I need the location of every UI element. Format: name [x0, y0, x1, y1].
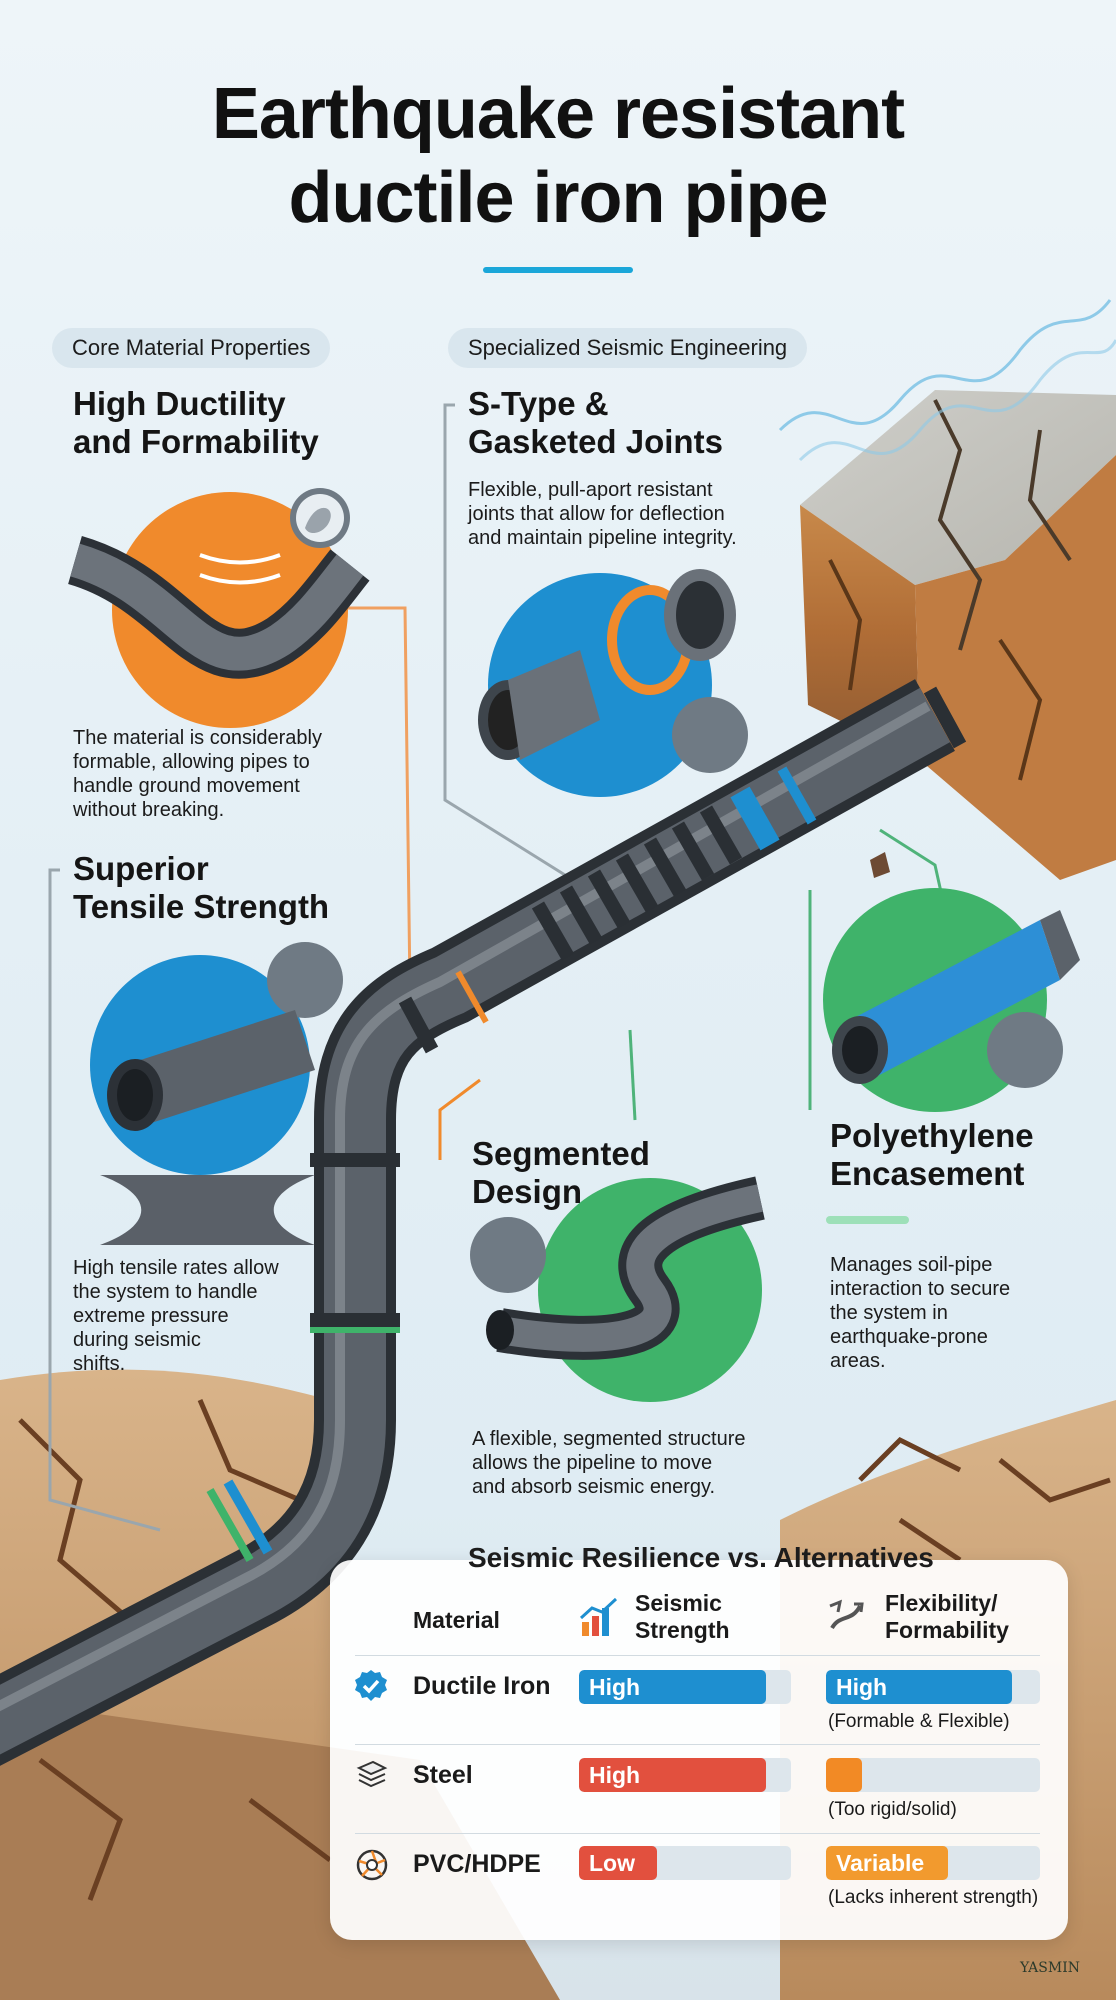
polyethylene-body-line-4: earthquake-prone	[830, 1326, 988, 1348]
aperture-icon	[356, 1849, 388, 1881]
row-pvc-name: PVC/HDPE	[413, 1850, 541, 1878]
joints-heading-line-1: S-Type &	[468, 385, 609, 422]
polyethylene-body-line-2: interaction to secure	[830, 1278, 1011, 1300]
row-pvc-seismic-fill	[579, 1846, 658, 1880]
core-properties-pill: Core Material Properties	[52, 328, 331, 368]
polyethylene-heading-line-1: Polyethylene	[830, 1117, 1034, 1154]
tensile-body-line-2: the system to handle	[73, 1281, 258, 1303]
ductility-heading-line-2: and Formability	[73, 423, 319, 460]
ductility-body-line-4: without breaking.	[73, 799, 225, 821]
tensile-body-line-4: during seismic	[73, 1329, 201, 1351]
brand-logo: YASMIN	[1020, 1960, 1080, 1976]
tensile-heading-line-1: Superior	[73, 850, 209, 887]
seismic-waves	[778, 299, 1116, 462]
polyethylene-body: Manages soil-pipe interaction to secure …	[830, 1253, 1010, 1373]
polyethylene-heading: Polyethylene Encasement	[830, 1117, 1034, 1193]
seismic-engineering-pill: Specialized Seismic Engineering	[448, 328, 808, 368]
title-underline	[483, 267, 633, 273]
row-ductile-iron-flex-label: High	[836, 1674, 888, 1700]
row-divider-1	[355, 1744, 1040, 1745]
ductility-body-line-1: The material is considerably	[73, 727, 322, 749]
row-divider-2	[355, 1833, 1040, 1834]
row-steel-seismic-bar: High	[579, 1758, 791, 1792]
polyethylene-body-line-5: areas.	[830, 1350, 886, 1372]
row-ductile-iron-flex-fill	[826, 1670, 1013, 1704]
col-header-seismic-line-2: Strength	[635, 1617, 730, 1643]
row-ductile-iron-note: (Formable & Flexible)	[828, 1711, 1010, 1732]
bent-pipe-icon	[67, 488, 370, 728]
rock-block	[800, 390, 1116, 880]
col-header-seismic-line-1: Seismic	[635, 1590, 722, 1616]
row-ductile-iron-seismic-label: High	[589, 1674, 641, 1700]
polyethylene-body-line-3: the system in	[830, 1302, 948, 1324]
row-ductile-iron-seismic-fill	[579, 1670, 766, 1704]
tensile-body-line-3: extreme pressure	[73, 1305, 229, 1327]
ductility-body: The material is considerably formable, a…	[73, 726, 322, 822]
segmented-body: A flexible, segmented structure allows t…	[472, 1427, 745, 1499]
joints-body: Flexible, pull-aport resistant joints th…	[468, 478, 737, 550]
tensile-body-line-1: High tensile rates allow	[73, 1257, 279, 1279]
row-pvc-flex-bar: Variable	[826, 1846, 1040, 1880]
row-steel-note: (Too rigid/solid)	[828, 1799, 957, 1820]
row-steel-flex-fill	[826, 1758, 863, 1792]
stacked-plates-icon	[356, 1760, 388, 1788]
page-title: Earthquake resistant ductile iron pipe	[0, 72, 1116, 240]
segmented-body-line-1: A flexible, segmented structure	[472, 1428, 746, 1450]
bar-chart-icon	[579, 1597, 618, 1636]
segmented-pipe-icon	[470, 1176, 765, 1402]
title-line-2: ductile iron pipe	[288, 158, 828, 238]
polyethylene-body-line-1: Manages soil-pipe	[830, 1254, 993, 1276]
row-steel-seismic-label: High	[589, 1762, 641, 1788]
row-ductile-iron-seismic-bar: High	[579, 1670, 791, 1704]
ductility-heading: High Ductility and Formability	[73, 385, 319, 461]
row-pvc-note: (Lacks inherent strength)	[828, 1887, 1039, 1908]
tensile-body-line-5: shifts.	[73, 1353, 126, 1375]
col-header-flexibility: Flexibility/ Formability	[885, 1590, 1009, 1644]
gasketed-joint-icon	[478, 569, 748, 797]
row-ductile-iron-flex-bar: High	[826, 1670, 1040, 1704]
flex-arrows-icon	[829, 1599, 864, 1630]
joints-body-line-1: Flexible, pull-aport resistant	[468, 479, 713, 501]
row-steel-seismic-fill	[579, 1758, 766, 1792]
tensile-heading: Superior Tensile Strength	[73, 850, 329, 926]
ductility-body-line-2: formable, allowing pipes to	[73, 751, 310, 773]
joints-body-line-3: and maintain pipeline integrity.	[468, 527, 737, 549]
col-header-flexibility-line-1: Flexibility/	[885, 1590, 998, 1616]
polyethylene-heading-line-2: Encasement	[830, 1155, 1025, 1192]
checkmark-badge-icon	[355, 1670, 387, 1701]
row-pvc-flex-fill	[826, 1846, 948, 1880]
row-pvc-flex-label: Variable	[836, 1850, 925, 1876]
row-pvc-seismic-bar: Low	[579, 1846, 791, 1880]
comparison-title: Seismic Resilience vs. Alternatives	[468, 1542, 934, 1573]
title-line-1: Earthquake resistant	[211, 74, 905, 154]
row-pvc-seismic-label: Low	[589, 1850, 635, 1876]
col-header-flexibility-line-2: Formability	[885, 1617, 1009, 1643]
joints-body-line-2: joints that allow for deflection	[468, 503, 725, 525]
tensile-body: High tensile rates allow the system to h…	[73, 1256, 279, 1376]
header-divider	[355, 1655, 1040, 1656]
col-header-seismic: Seismic Strength	[635, 1590, 730, 1644]
row-ductile-iron-name: Ductile Iron	[413, 1672, 551, 1700]
segmented-heading: Segmented Design	[472, 1135, 650, 1211]
col-header-material: Material	[413, 1607, 500, 1633]
segmented-heading-line-1: Segmented	[472, 1135, 650, 1172]
ductility-heading-line-1: High Ductility	[73, 385, 286, 422]
segmented-body-line-3: and absorb seismic energy.	[472, 1476, 716, 1498]
joints-heading-line-2: Gasketed Joints	[468, 423, 723, 460]
joints-heading: S-Type & Gasketed Joints	[468, 385, 723, 461]
row-steel-flex-bar	[826, 1758, 1040, 1792]
straight-pipe-icon	[90, 942, 343, 1245]
ductility-body-line-3: handle ground movement	[73, 775, 300, 797]
main-pipeline	[0, 679, 967, 1766]
segmented-heading-line-2: Design	[472, 1173, 583, 1210]
row-steel-name: Steel	[413, 1761, 473, 1789]
segmented-body-line-2: allows the pipeline to move	[472, 1452, 713, 1474]
tensile-heading-line-2: Tensile Strength	[73, 888, 330, 925]
encased-pipe-icon	[823, 888, 1080, 1224]
